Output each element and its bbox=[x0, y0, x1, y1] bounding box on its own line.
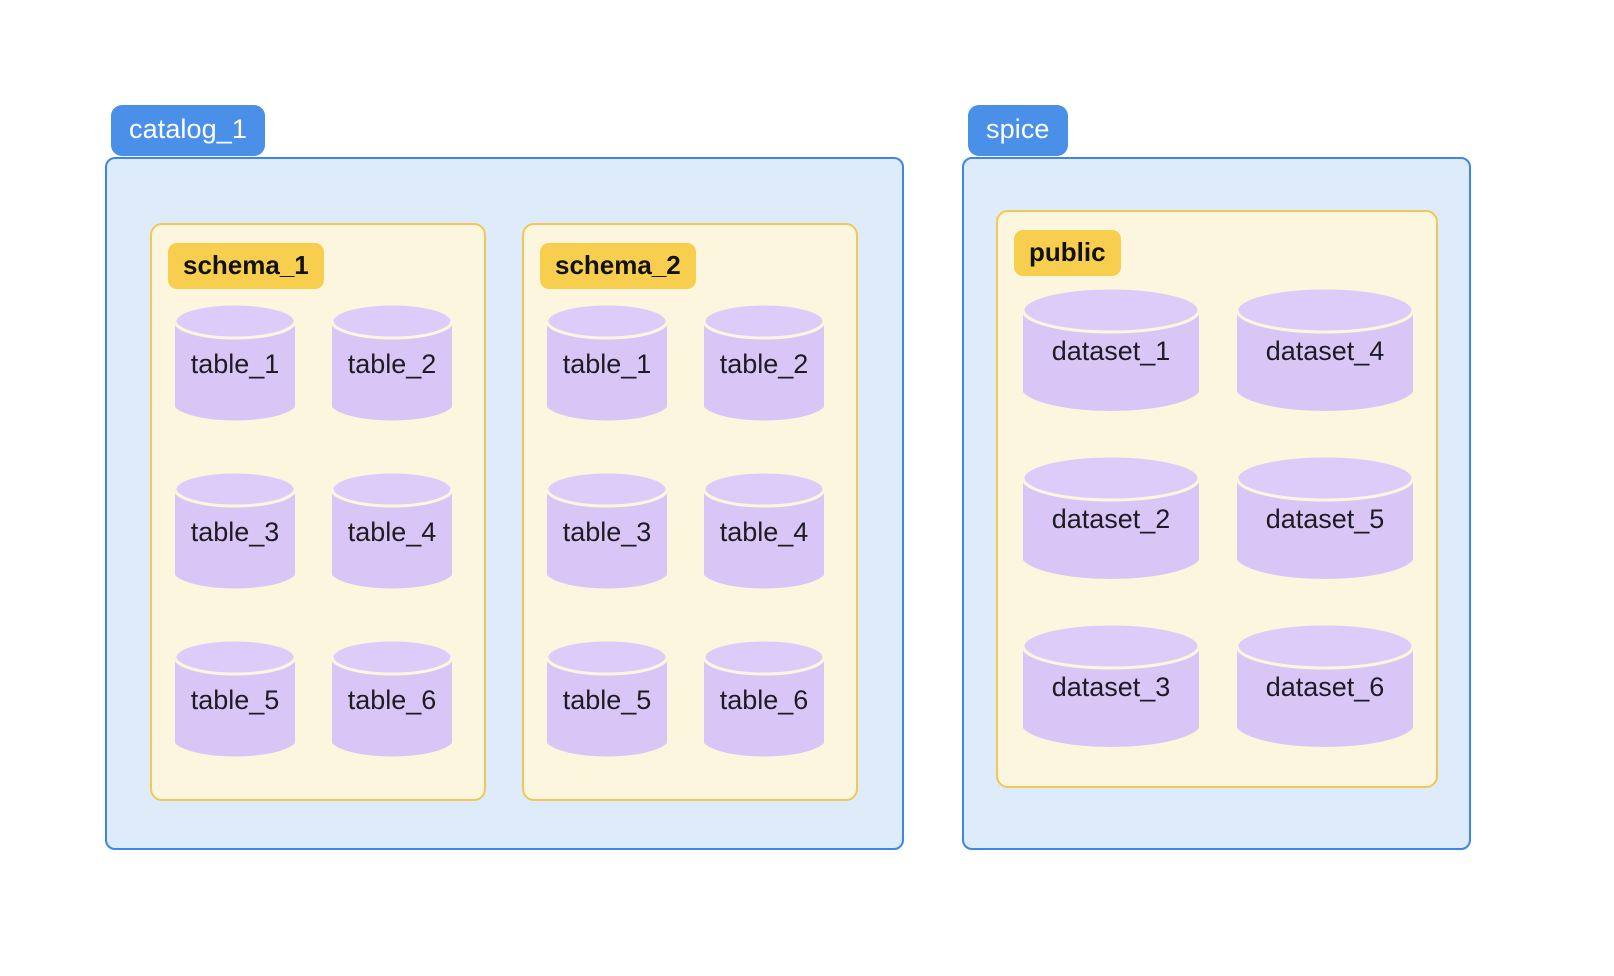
cylinder-icon bbox=[702, 639, 826, 757]
cylinder-icon bbox=[1235, 454, 1415, 579]
catalog-badge-spice[interactable]: spice bbox=[968, 105, 1068, 156]
cylinder-icon bbox=[330, 471, 454, 589]
table-cylinder[interactable]: table_2 bbox=[702, 303, 826, 425]
table-cylinder[interactable]: table_1 bbox=[545, 303, 669, 425]
cylinder-icon bbox=[173, 639, 297, 757]
cylinder-icon bbox=[702, 303, 826, 421]
cylinder-icon bbox=[1021, 286, 1201, 411]
schema-panel-public[interactable]: public dataset_1 da bbox=[996, 210, 1438, 788]
catalog-group-spice: spice public dataset_1 bbox=[962, 105, 1472, 850]
table-cylinder[interactable]: table_5 bbox=[173, 639, 297, 761]
table-cylinder[interactable]: table_3 bbox=[173, 471, 297, 593]
schema-badge-schema-1[interactable]: schema_1 bbox=[168, 243, 324, 289]
cylinder-icon bbox=[702, 471, 826, 589]
cylinder-icon bbox=[173, 471, 297, 589]
cylinder-icon bbox=[330, 303, 454, 421]
table-cylinder[interactable]: table_2 bbox=[330, 303, 454, 425]
table-cylinder[interactable]: table_1 bbox=[173, 303, 297, 425]
object-grid-schema-1: table_1 table_2 ta bbox=[173, 303, 484, 761]
table-cylinder[interactable]: table_6 bbox=[330, 639, 454, 761]
dataset-cylinder[interactable]: dataset_2 bbox=[1021, 454, 1201, 584]
table-cylinder[interactable]: table_6 bbox=[702, 639, 826, 761]
cylinder-icon bbox=[545, 303, 669, 421]
schema-panel-schema-1[interactable]: schema_1 table_1 ta bbox=[150, 223, 486, 801]
schema-badge-schema-2[interactable]: schema_2 bbox=[540, 243, 696, 289]
cylinder-icon bbox=[1021, 454, 1201, 579]
dataset-cylinder[interactable]: dataset_6 bbox=[1235, 622, 1415, 752]
catalog-group-catalog-1: catalog_1 schema_1 table_1 bbox=[105, 105, 905, 850]
schema-panel-schema-2[interactable]: schema_2 table_1 ta bbox=[522, 223, 858, 801]
dataset-cylinder[interactable]: dataset_5 bbox=[1235, 454, 1415, 584]
catalog-badge-catalog-1[interactable]: catalog_1 bbox=[111, 105, 265, 156]
table-cylinder[interactable]: table_4 bbox=[330, 471, 454, 593]
cylinder-icon bbox=[545, 471, 669, 589]
object-grid-schema-2: table_1 table_2 ta bbox=[545, 303, 856, 761]
table-cylinder[interactable]: table_4 bbox=[702, 471, 826, 593]
dataset-cylinder[interactable]: dataset_1 bbox=[1021, 286, 1201, 416]
cylinder-icon bbox=[545, 639, 669, 757]
cylinder-icon bbox=[1235, 286, 1415, 411]
dataset-cylinder[interactable]: dataset_3 bbox=[1021, 622, 1201, 752]
table-cylinder[interactable]: table_5 bbox=[545, 639, 669, 761]
table-cylinder[interactable]: table_3 bbox=[545, 471, 669, 593]
cylinder-icon bbox=[330, 639, 454, 757]
cylinder-icon bbox=[1235, 622, 1415, 747]
object-grid-public: dataset_1 dataset_4 bbox=[1021, 286, 1436, 752]
schema-badge-public[interactable]: public bbox=[1014, 230, 1121, 276]
cylinder-icon bbox=[1021, 622, 1201, 747]
cylinder-icon bbox=[173, 303, 297, 421]
dataset-cylinder[interactable]: dataset_4 bbox=[1235, 286, 1415, 416]
